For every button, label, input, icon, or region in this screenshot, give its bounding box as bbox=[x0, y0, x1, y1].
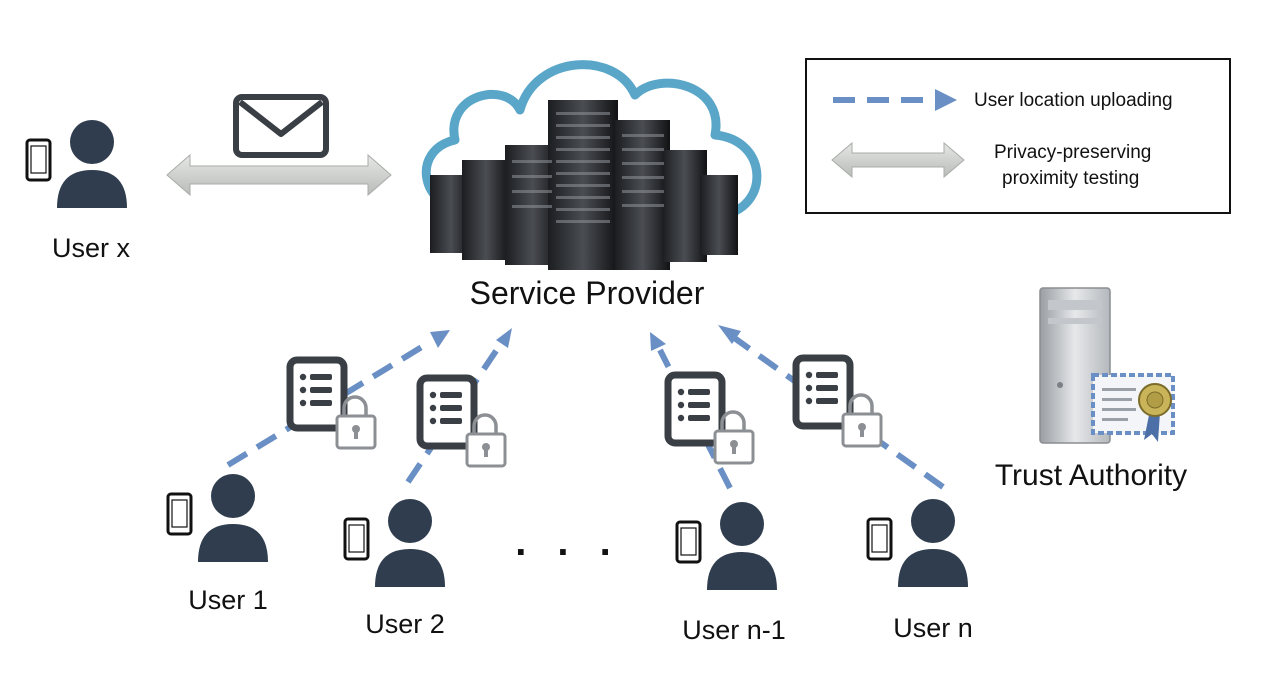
envelope-icon bbox=[233, 94, 329, 158]
server-rack-icon bbox=[430, 100, 738, 270]
user-x-node: User x bbox=[25, 118, 131, 263]
user-n-label: User n bbox=[893, 613, 973, 643]
user-n-icon bbox=[866, 497, 970, 589]
legend-proximity-label-line1: Privacy-preserving bbox=[994, 142, 1151, 163]
document-lock-icon-4 bbox=[796, 358, 881, 446]
document-lock-icon-1 bbox=[290, 360, 375, 448]
legend-proximity-label-line2: proximity testing bbox=[1002, 168, 1139, 189]
trust-authority-node: Trust Authority bbox=[995, 287, 1187, 492]
user-x-icon bbox=[25, 118, 129, 210]
ellipsis: . . . bbox=[515, 520, 621, 564]
user-2-node: User 2 bbox=[343, 497, 447, 639]
service-provider-node: Service Provider bbox=[421, 60, 762, 311]
user-x-label: User x bbox=[52, 233, 131, 263]
legend-box: User location uploading Privacy-preservi… bbox=[805, 58, 1231, 214]
document-lock-icon-2 bbox=[420, 378, 505, 466]
certificate-icon bbox=[1091, 373, 1175, 442]
user-2-label: User 2 bbox=[365, 609, 445, 639]
user-1-label: User 1 bbox=[188, 585, 268, 615]
legend-proximity-arrow bbox=[831, 141, 965, 179]
user-n1-icon bbox=[675, 500, 779, 592]
legend-upload-label: User location uploading bbox=[974, 90, 1173, 111]
user-1-node: User 1 bbox=[166, 472, 270, 615]
upload-arrow-user-n bbox=[731, 334, 945, 490]
user-1-icon bbox=[166, 472, 270, 564]
user-n1-label: User n-1 bbox=[682, 615, 786, 645]
legend-upload-arrow bbox=[833, 89, 957, 111]
user-n-node: User n bbox=[866, 497, 973, 643]
proximity-arrow-user-x bbox=[166, 153, 392, 197]
user-2-icon bbox=[343, 497, 447, 589]
user-n1-node: User n-1 bbox=[675, 500, 786, 645]
upload-arrowheads bbox=[430, 325, 741, 351]
service-provider-label: Service Provider bbox=[470, 275, 705, 311]
trust-authority-label: Trust Authority bbox=[995, 459, 1187, 492]
